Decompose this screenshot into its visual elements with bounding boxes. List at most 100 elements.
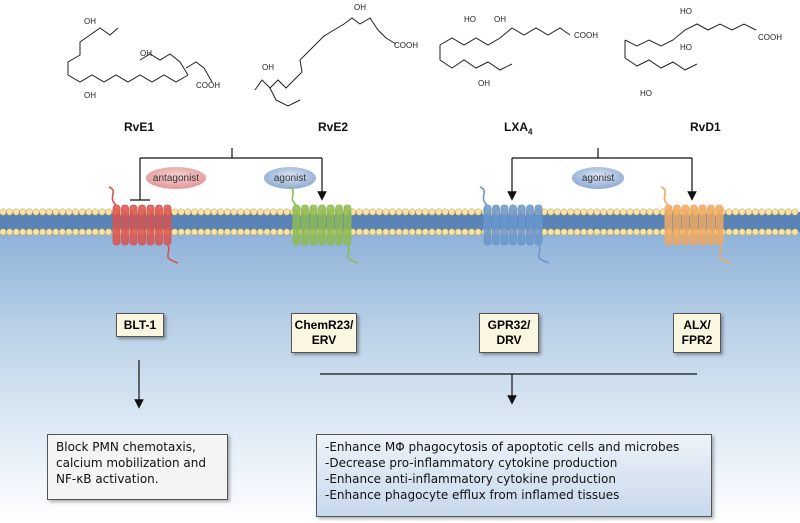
transmembrane-helix xyxy=(138,204,146,246)
lipid-head xyxy=(468,208,476,216)
lipid-head xyxy=(395,228,403,236)
lipid-head xyxy=(0,208,7,216)
lipid-head xyxy=(765,208,773,216)
transmembrane-helix xyxy=(534,204,543,246)
chemr23-receptor xyxy=(288,186,359,264)
lipid-head xyxy=(600,208,608,216)
rve1-name: RvE1 xyxy=(124,120,155,134)
lipid-head xyxy=(421,228,429,236)
lipid-head xyxy=(758,228,766,236)
lipid-head xyxy=(547,228,555,236)
transmembrane-helix xyxy=(121,204,129,246)
receptor-c-terminus xyxy=(346,244,359,264)
lipid-head xyxy=(586,208,594,216)
lipid-head xyxy=(237,228,245,236)
lipid-head xyxy=(633,208,641,216)
lipid-head xyxy=(421,208,429,216)
lipid-head xyxy=(415,208,423,216)
lipid-head xyxy=(98,208,106,216)
lipid-head xyxy=(375,208,383,216)
rve2-oh-label: OH xyxy=(262,63,274,72)
lipid-head xyxy=(362,208,370,216)
lipid-head xyxy=(395,208,403,216)
transmembrane-helix xyxy=(690,204,698,246)
lipid-head xyxy=(72,208,80,216)
rve2-structure xyxy=(254,17,397,107)
transmembrane-helix xyxy=(664,204,673,246)
lipid-head xyxy=(32,208,40,216)
lipid-head xyxy=(567,208,575,216)
outcome-left-line-3: NF-κB activation. xyxy=(56,472,159,486)
lipid-head xyxy=(560,228,568,236)
lipid-head xyxy=(448,228,456,236)
receptor-label-blt1: BLT-1 xyxy=(123,317,157,332)
rvd1-name: RvD1 xyxy=(690,120,721,134)
receptor-n-terminus xyxy=(288,186,297,206)
agonist-label-right: agonist xyxy=(582,173,614,184)
lipid-head xyxy=(606,228,614,236)
lipid-head xyxy=(593,228,601,236)
lipid-head xyxy=(580,228,588,236)
lipid-head xyxy=(547,208,555,216)
transmembrane-helix xyxy=(292,204,301,246)
rve1-oh-label-2: OH xyxy=(84,91,96,100)
left-signal-lines xyxy=(130,148,327,201)
lipid-head xyxy=(461,208,469,216)
lipid-head xyxy=(435,228,443,236)
lipid-head xyxy=(65,228,73,236)
lipid-head xyxy=(573,228,581,236)
lipid-head xyxy=(72,228,80,236)
lipid-head xyxy=(619,228,627,236)
lipid-head xyxy=(12,208,20,216)
lipid-head xyxy=(283,228,291,236)
lipid-head xyxy=(758,208,766,216)
lipid-head xyxy=(791,208,799,216)
lipid-head xyxy=(223,208,231,216)
lipid-head xyxy=(276,228,284,236)
transmembrane-helix xyxy=(509,204,517,246)
lipid-head xyxy=(355,228,363,236)
transmembrane-helix xyxy=(129,204,138,246)
transmembrane-helix xyxy=(112,204,121,246)
transmembrane-helix xyxy=(318,204,326,246)
lxa4-oh-label-2: OH xyxy=(478,79,490,88)
receptor-c-terminus xyxy=(718,244,731,264)
transmembrane-helix xyxy=(146,204,155,246)
lipid-head xyxy=(606,208,614,216)
outcome-right-line-2: -Decrease pro-inflammatory cytokine prod… xyxy=(325,456,618,470)
lipid-head xyxy=(454,208,462,216)
lipid-head xyxy=(593,208,601,216)
lipid-head xyxy=(39,228,47,236)
lipid-head xyxy=(230,208,238,216)
lipid-head xyxy=(639,208,647,216)
lxa4-subscript: 4 xyxy=(528,127,533,137)
lipid-head xyxy=(283,208,291,216)
lipid-head xyxy=(105,208,113,216)
receptor-box-chemr23: ChemR23/ ERV xyxy=(291,313,357,353)
lipid-head xyxy=(58,228,66,236)
receptor-label-chemr23-line1: ChemR23/ xyxy=(294,318,354,332)
lipid-head xyxy=(402,208,410,216)
lipid-head xyxy=(619,208,627,216)
lipid-head xyxy=(441,228,449,236)
lipid-head xyxy=(190,208,198,216)
lipid-head xyxy=(190,228,198,236)
lipid-head xyxy=(263,228,271,236)
lipid-head xyxy=(197,228,205,236)
lipid-head xyxy=(91,228,99,236)
lipid-head xyxy=(250,208,258,216)
rvd1-ho-label-3: HO xyxy=(640,89,652,98)
lipid-head xyxy=(369,208,377,216)
transmembrane-helix xyxy=(517,204,526,246)
rve2-cooh-label: COOH xyxy=(394,41,418,50)
rve1-cooh-label: COOH xyxy=(196,81,220,90)
lipid-head xyxy=(751,208,759,216)
lipid-head xyxy=(646,208,654,216)
lipid-head xyxy=(771,228,779,236)
receptor-label-alx-line2: FPR2 xyxy=(681,333,713,347)
outcome-right-line-3: -Enhance anti-inflammatory cytokine prod… xyxy=(325,472,616,486)
transmembrane-helix xyxy=(335,204,343,246)
lipid-head xyxy=(362,228,370,236)
transmembrane-helix xyxy=(309,204,318,246)
antagonist-label: antagonist xyxy=(153,173,199,184)
